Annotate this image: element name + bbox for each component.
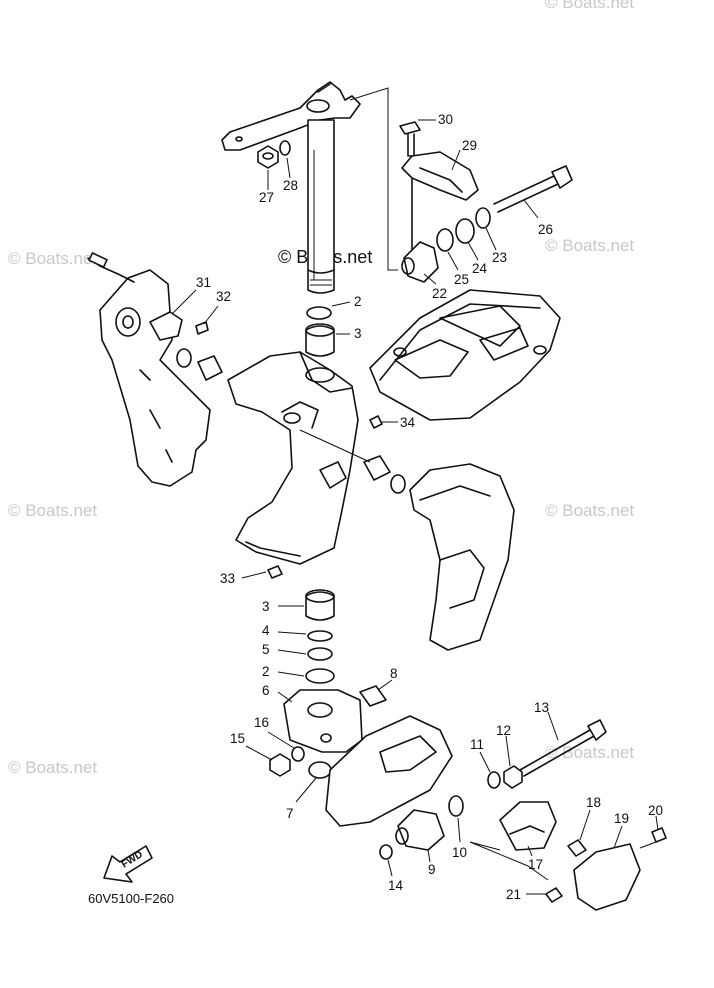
callout-32: 32 (216, 289, 231, 304)
callout-31: 31 (196, 275, 211, 290)
swivel-bracket (227, 351, 359, 565)
callout-30: 30 (438, 112, 453, 127)
callout-14: 14 (388, 878, 404, 893)
callout-8: 8 (390, 666, 398, 681)
wire-connector (88, 252, 108, 268)
cover-19 (573, 843, 641, 911)
watermark: © Boats.net (545, 236, 634, 255)
callout-11: 11 (470, 737, 484, 752)
callout-4: 4 (262, 623, 270, 638)
callout-28: 28 (283, 178, 298, 193)
callout-17: 17 (528, 857, 543, 872)
callout-25: 25 (454, 272, 469, 287)
callout-20: 20 (648, 803, 663, 818)
washer-16 (291, 746, 305, 762)
callout-3-upper: 3 (354, 326, 362, 341)
bushing-3-upper (305, 323, 335, 357)
watermark: © Boats.net (8, 249, 97, 268)
steering-arm (221, 81, 361, 294)
callout-2-upper: 2 (354, 294, 362, 309)
callout-16: 16 (254, 715, 269, 730)
callout-27: 27 (259, 190, 274, 205)
bracket-29 (401, 151, 479, 263)
callout-29: 29 (462, 138, 477, 153)
diagram-code: 60V5100-F260 (88, 891, 174, 906)
washer-14 (379, 844, 393, 860)
clip-34 (369, 415, 383, 429)
callout-33: 33 (220, 571, 235, 586)
bushing-3-lower (305, 589, 335, 621)
washer-11 (487, 771, 501, 789)
callout-9: 9 (428, 862, 436, 877)
nut-12 (503, 765, 523, 789)
washer-10 (448, 795, 464, 817)
screw-32 (195, 321, 209, 335)
callout-21: 21 (506, 887, 521, 902)
callout-34: 34 (400, 415, 416, 430)
bolt-18 (567, 839, 587, 857)
washer-5 (307, 647, 333, 661)
callout-15: 15 (230, 731, 245, 746)
washer-2-lower (305, 668, 335, 684)
callout-19: 19 (614, 811, 629, 826)
watermark: © Boats.net (545, 0, 634, 12)
lower-plate (325, 715, 453, 827)
callout-12: 12 (496, 723, 511, 738)
callout-2-lower: 2 (262, 664, 270, 679)
callout-13: 13 (534, 700, 549, 715)
callouts: 30 29 27 28 26 23 24 25 22 31 32 2 (171, 112, 663, 902)
upper-mount-frame (369, 289, 561, 421)
bushing-left (176, 348, 223, 381)
bracket-31 (149, 311, 183, 341)
callout-10: 10 (452, 845, 467, 860)
callout-5: 5 (262, 642, 270, 657)
screw-33 (267, 565, 283, 579)
o-ring-4 (307, 630, 333, 642)
washer-28 (279, 140, 291, 156)
watermark: © Boats.net (8, 758, 97, 777)
watermark: © Boats.net (545, 743, 634, 762)
clamp-bracket-left (99, 269, 211, 487)
mount-22 (401, 241, 439, 283)
callout-24: 24 (472, 261, 488, 276)
watermark: © Boats.net (545, 501, 634, 520)
nut-15 (269, 753, 291, 777)
callout-26: 26 (538, 222, 553, 237)
bolt-30 (399, 121, 421, 157)
washer-24 (455, 218, 475, 244)
bushing-right (363, 455, 406, 494)
callout-22: 22 (432, 286, 447, 301)
callout-18: 18 (586, 795, 601, 810)
bracket-17 (499, 801, 557, 851)
washer-25 (436, 228, 454, 252)
callout-23: 23 (492, 250, 507, 265)
bolt-13 (519, 719, 607, 777)
fwd-arrow-icon: FWD (103, 845, 153, 883)
callout-6: 6 (262, 683, 270, 698)
clamp-bracket-right (409, 463, 515, 651)
washer-2-upper (306, 306, 332, 320)
callout-3-lower: 3 (262, 599, 270, 614)
block-8 (359, 685, 387, 707)
screw-21 (545, 887, 563, 903)
block-20 (651, 827, 667, 843)
callout-7: 7 (286, 806, 294, 821)
bolt-26 (493, 165, 573, 213)
nut-27 (257, 145, 279, 169)
mount-9 (395, 809, 445, 851)
washer-23 (475, 207, 491, 229)
clamp-7 (308, 761, 332, 779)
watermark: © Boats.net (8, 501, 97, 520)
lower-mount-housing-6 (283, 689, 363, 753)
